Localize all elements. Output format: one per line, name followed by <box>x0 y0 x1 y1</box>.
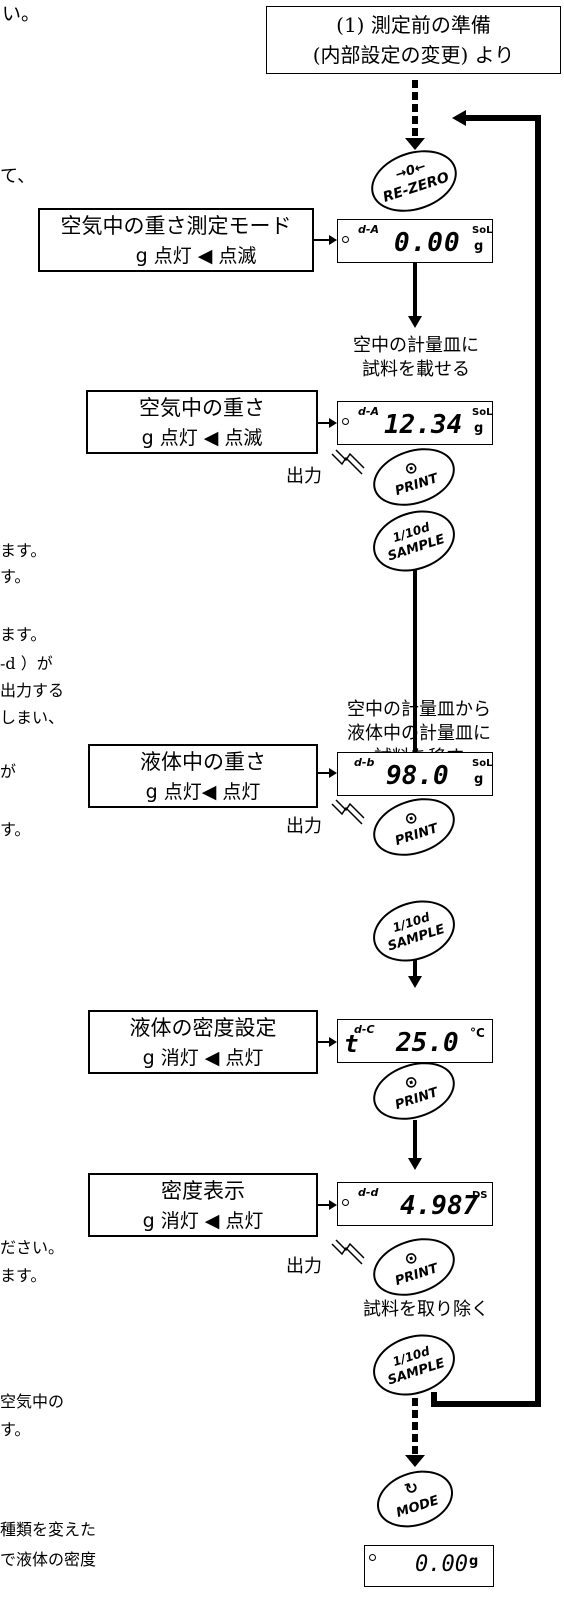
top-box-line1: (1) 測定前の準備 <box>336 13 491 37</box>
step-label-line2: 液体中の計量皿に <box>347 723 491 744</box>
output-label: 出力 <box>286 816 322 837</box>
left-text-15: 種類を変えた <box>0 1520 97 1539</box>
display-value: 25.0 <box>396 1028 459 1058</box>
display-mode-code: d-b <box>354 756 375 769</box>
output-label: 出力 <box>286 1256 322 1277</box>
mode-box-title: 空気中の重さ測定モード <box>60 214 292 238</box>
display-value: 0.00 <box>415 1552 468 1577</box>
mode-box-weight-in-liquid: 液体中の重さ g 点灯◀ 点灯 <box>88 744 318 808</box>
stable-indicator-icon <box>342 236 349 243</box>
mode-box-liquid-density-setting: 液体の密度設定 g 消灯 ◀ 点灯 <box>88 1010 318 1074</box>
left-text-7: 出力する <box>0 681 65 700</box>
step-label-line1: 空中の計量皿から <box>347 699 491 720</box>
display-unit-top: DS <box>472 1190 488 1201</box>
display-unit-top: SoL <box>472 407 493 418</box>
mode-box-air-weighing-mode: 空気中の重さ測定モード g 点灯 ◀ 点滅 <box>38 208 314 272</box>
display-unit-top: SoL <box>472 758 493 769</box>
left-text-13: 空気中の <box>0 1392 65 1411</box>
display-value: 4.987 <box>400 1191 479 1221</box>
step-label-remove-sample: 試料を取り除く <box>363 1299 489 1320</box>
display-mode-code: d-C <box>354 1023 375 1036</box>
mode-box-title: 液体の密度設定 <box>129 1016 277 1040</box>
left-text-11: ださい。 <box>0 1238 65 1257</box>
mode-box-title: 空気中の重さ <box>139 396 265 420</box>
stable-indicator-icon <box>342 1199 349 1206</box>
display-value: 12.34 <box>384 410 463 440</box>
balance-display-2: d-A 12.34 SoL g <box>337 401 493 445</box>
output-lightning-icon <box>331 449 365 475</box>
display-unit-bottom: g <box>474 421 484 436</box>
mode-box-status: g 点灯◀ 点灯 <box>145 781 261 803</box>
left-text-14: す。 <box>0 1420 31 1439</box>
display-unit-top: °C <box>470 1026 485 1040</box>
left-text-16: で液体の密度 <box>0 1550 97 1569</box>
display-unit-top: SoL <box>472 225 493 236</box>
loop-return-line <box>431 115 541 1407</box>
mode-box-density-display: 密度表示 g 消灯 ◀ 点灯 <box>88 1173 318 1237</box>
left-text-9: が <box>0 762 17 781</box>
display-prefix: t <box>344 1030 359 1058</box>
left-text-12: ます。 <box>0 1266 47 1285</box>
mode-box-title: 液体中の重さ <box>140 750 266 774</box>
mode-box-status: g 点灯 ◀ 点滅 <box>141 427 263 449</box>
display-mode-code: d-d <box>358 1186 379 1199</box>
display-unit-bottom: g <box>474 772 484 787</box>
display-unit-bottom: g <box>474 239 484 254</box>
balance-display-5: d-d 4.987 DS <box>337 1182 493 1226</box>
left-text-8: しまい、 <box>0 708 65 727</box>
left-text-1: い。 <box>2 3 41 25</box>
stable-indicator-icon <box>342 418 349 425</box>
mode-box-title: 密度表示 <box>161 1179 245 1203</box>
mode-box-status: g 点灯 ◀ 点滅 <box>135 245 257 267</box>
top-box-line2: (内部設定の変更) より <box>312 43 515 67</box>
step-label-line2: 試料を載せる <box>362 359 470 380</box>
loop-arrowhead <box>452 110 466 126</box>
display-value: 98.0 <box>386 761 449 791</box>
mode-box-status: g 消灯 ◀ 点灯 <box>142 1210 264 1232</box>
left-text-10: す。 <box>0 820 31 839</box>
display-value: 0.00 <box>394 228 461 258</box>
stable-indicator-icon <box>369 1554 376 1561</box>
balance-display-1: d-A 0.00 SoL g <box>337 219 493 263</box>
step-label-place-sample: 空中の計量皿に 試料を載せる <box>316 334 516 382</box>
mode-box-status: g 消灯 ◀ 点灯 <box>142 1047 264 1069</box>
top-reference-box: (1) 測定前の準備 (内部設定の変更) より <box>266 6 561 74</box>
dashed-arrow-bottom <box>405 1398 425 1467</box>
display-unit-top: g <box>469 1554 479 1569</box>
display-mode-code: d-A <box>358 223 379 236</box>
output-lightning-icon <box>331 1239 365 1265</box>
step-label-line1: 空中の計量皿に <box>353 335 479 356</box>
balance-display-3: d-b 98.0 SoL g <box>337 752 493 796</box>
mode-box-weight-in-air: 空気中の重さ g 点灯 ◀ 点滅 <box>86 390 318 454</box>
left-text-2: て、 <box>0 166 36 187</box>
left-text-6: -d ）が <box>0 654 53 673</box>
left-text-3: ます。 <box>0 541 47 560</box>
balance-display-4: d-C t 25.0 °C <box>337 1019 493 1063</box>
output-label: 出力 <box>286 466 322 487</box>
dashed-arrow-top <box>405 80 425 150</box>
display-mode-code: d-A <box>358 405 379 418</box>
left-text-5: ます。 <box>0 625 47 644</box>
balance-display-6: 0.00 g <box>364 1545 494 1587</box>
left-text-4: す。 <box>0 567 31 586</box>
output-lightning-icon <box>331 799 365 825</box>
